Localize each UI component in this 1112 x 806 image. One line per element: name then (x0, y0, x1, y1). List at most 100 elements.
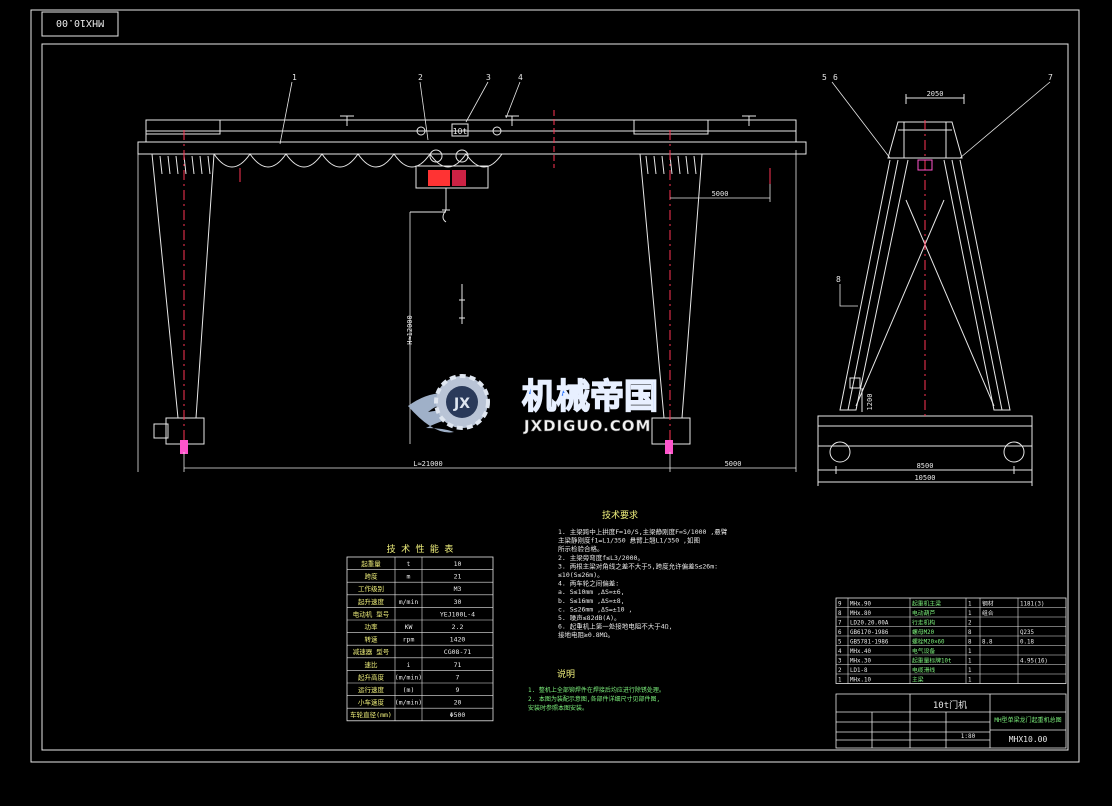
watermark: JX 机械帝国 JXDIGUO.COM (408, 374, 659, 435)
side-base-beam (817, 415, 1033, 447)
front-dimensions (137, 150, 797, 472)
tech-req-line: 6. 起重机上第一处接地电阻不大于4Ω, (558, 622, 672, 631)
spec-cell: m/min (399, 598, 419, 606)
spec-cell: rpm (403, 636, 415, 644)
spec-cell: 7 (456, 673, 460, 681)
spec-cell: KW (405, 623, 413, 631)
spec-cell: 起重量 (361, 560, 381, 568)
spec-cell: (m/min) (395, 673, 422, 681)
title-cn: 10t门机 (933, 699, 967, 711)
bom-cell: 9 (838, 601, 842, 607)
spec-cell: 跨度 (365, 572, 379, 581)
bom-cell: MHx.90 (850, 601, 871, 607)
spec-cell: 21 (454, 573, 462, 581)
part-number-3: 3 (486, 73, 491, 82)
bom-cell: Q235 (1020, 630, 1034, 636)
bom-cell: 电动葫芦 (912, 609, 935, 617)
spec-cell: 起升高度 (358, 672, 385, 681)
bom-cell: 1 (968, 611, 972, 617)
spec-cell: 2.2 (452, 623, 464, 631)
spec-cell: 减速器 型号 (353, 647, 390, 656)
spec-cell: t (407, 560, 411, 568)
bom-cell: 3 (838, 658, 842, 664)
tech-req-line: c. S≤26mm ,ΔS=±10 , (558, 605, 632, 613)
side-dim-top: 2050 (927, 90, 944, 98)
part-number-7: 7 (1048, 73, 1053, 82)
bom-cell: 6 (838, 630, 842, 636)
drawing-code-top: MHX10.00 (56, 17, 104, 28)
dim-span: L≈21000 (413, 460, 443, 468)
bom-cell: 钢材 (982, 599, 994, 607)
title-company: MH型单梁龙门起重机总图 (994, 716, 1061, 724)
outer-border (30, 9, 1080, 763)
side-dim-leg: 1200 (866, 394, 874, 411)
notes-line: 2. 本图为装配示意图,各部件详细尺寸见部件图, (528, 695, 660, 703)
bom-cell: 螺栓M20×60 (912, 637, 945, 645)
tech-req-line: a. S≤10mm ,ΔS=±6, (558, 588, 625, 596)
bom-cell: 组合 (982, 609, 994, 617)
notes-line: 安装时参照本图安装。 (528, 704, 588, 712)
side-dim-base-inner: 8500 (917, 462, 934, 470)
bom-cell: 行走机构 (912, 618, 935, 626)
bom-cell: 起重机主梁 (912, 599, 941, 607)
bom-cell: 起重量标牌10t (912, 656, 951, 664)
spec-cell: M3 (454, 585, 462, 593)
front-view: 10t (137, 115, 807, 445)
part-number-8: 8 (836, 275, 841, 284)
tech-req-line: 5. 噪声≤82dB(A)。 (558, 613, 621, 622)
spec-cell: 起升速度 (358, 597, 385, 606)
notes-line: 1. 整机上全部铆焊件在焊接后均应进行除锈处理。 (528, 686, 665, 694)
tech-req-line: 1. 主梁跨中上拱度F≈10/S,主梁静刚度F=S/1000 ,悬臂 (558, 527, 728, 536)
tech-req-line: ≤10(S≤26m)。 (558, 571, 604, 579)
spec-cell: 30 (454, 598, 462, 606)
spec-cell: 小车速度 (358, 698, 385, 707)
electric-hoist (415, 165, 489, 189)
top-code-box (41, 11, 119, 37)
girder-scallops (213, 153, 503, 168)
watermark-cn: 机械帝国 (522, 377, 658, 417)
bom-cell: 8 (968, 639, 972, 645)
bom-cell: 1 (838, 677, 842, 683)
bom-cell: 4.95(16) (1020, 658, 1048, 664)
spec-cell: 电动机 型号 (353, 609, 390, 618)
tech-req-line: b. S≤16mm ,ΔS=±8, (558, 597, 625, 605)
leaders (279, 81, 1051, 307)
bom-cell: 1 (968, 668, 972, 674)
girder-lower-flange (137, 141, 807, 155)
spec-cell: (m/min) (395, 699, 422, 707)
spec-cell: 1420 (450, 636, 466, 644)
title-scale: 1:80 (961, 733, 976, 740)
notes: 1. 整机上全部铆焊件在焊接后均应进行除锈处理。2. 本图为装配示意图,各部件详… (528, 686, 665, 712)
bom-cell: LD1-8 (850, 668, 868, 674)
watermark-en: JXDIGUO.COM (523, 417, 651, 435)
bom-cell: 7 (838, 620, 842, 626)
bom-cell: MHx.40 (850, 649, 871, 655)
bom-cell: 5 (838, 639, 842, 645)
bom-cell: 1 (968, 601, 972, 607)
dim-height: H≈12000 (406, 315, 414, 345)
side-view-accents (917, 120, 933, 420)
spec-cell: 工作级别 (358, 584, 384, 593)
spec-cell: m (407, 573, 411, 581)
spec-cell: 20 (454, 699, 462, 707)
trolley-label: 10t (453, 127, 468, 136)
logo-letters: JX (453, 396, 470, 412)
spec-cell: 9 (456, 686, 460, 694)
front-view-accents (180, 110, 771, 454)
bom-cell: 2 (838, 668, 842, 674)
bom-cell: GB6170-1986 (850, 630, 889, 636)
part-number-4: 4 (518, 73, 523, 82)
bom-cell: 0.18 (1020, 639, 1034, 645)
bom-cell: 电气设备 (912, 647, 935, 655)
spec-cell: 功率 (365, 622, 379, 631)
inner-border (41, 43, 1069, 751)
dim-right-ext: 5000 (725, 460, 742, 468)
bom-cell: GB5781-1986 (850, 639, 889, 645)
bom-cell: 8 (968, 630, 972, 636)
notes-title: 说明 (557, 668, 575, 680)
spec-cell: i (407, 661, 411, 669)
bom-cell: 1 (968, 658, 972, 664)
part-number-6: 6 (833, 73, 838, 82)
